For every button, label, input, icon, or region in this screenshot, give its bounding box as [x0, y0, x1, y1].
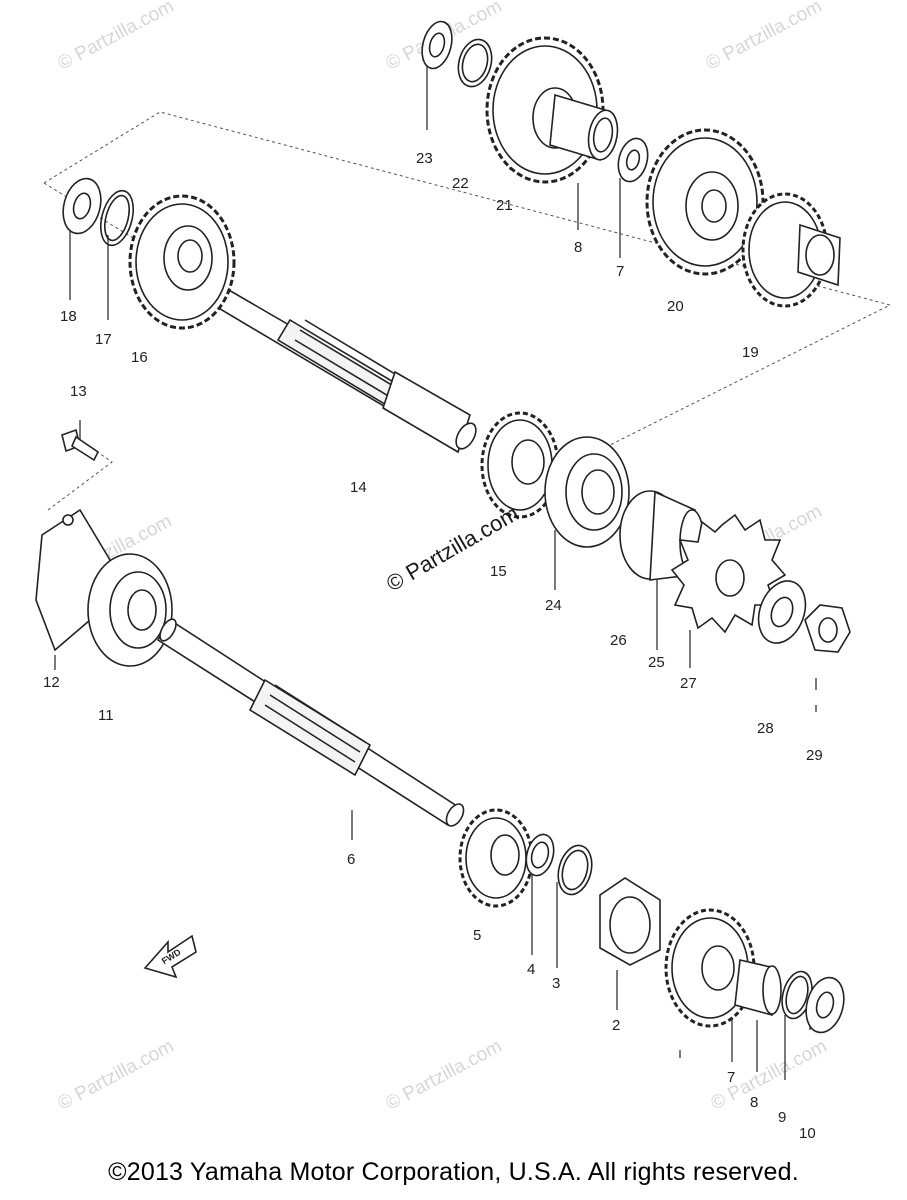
part-label-3: 3	[552, 975, 560, 992]
bearing-11	[87, 553, 173, 667]
watermark-top-right: © Partzilla.com	[702, 0, 825, 74]
part-label-23: 23	[416, 150, 433, 167]
part-label-27: 27	[680, 675, 697, 692]
circlip-17	[99, 189, 135, 247]
part-label-15: 15	[490, 563, 507, 580]
part-label-2: 2	[612, 1017, 620, 1034]
part-label-24: 24	[545, 597, 562, 614]
part-label-20: 20	[667, 298, 684, 315]
part-label-8-lower: 8	[750, 1094, 758, 1111]
part-label-9: 9	[778, 1109, 786, 1126]
part-number-labels: 23 22 21 8 7 20 19 18 17 16 13 14 15 24 …	[43, 150, 823, 1142]
part-label-13: 13	[70, 383, 87, 400]
part-label-21: 21	[496, 197, 513, 214]
bearing-24	[544, 436, 630, 548]
drive-axle-shaft-6	[156, 618, 465, 827]
gear-7-lower	[664, 908, 756, 1028]
part-label-5: 5	[473, 927, 481, 944]
collar-8-lower	[734, 959, 782, 1017]
part-label-12: 12	[43, 674, 60, 691]
part-label-17: 17	[95, 331, 112, 348]
lock-washer-28	[757, 580, 807, 644]
bolt-13	[61, 428, 100, 462]
forward-arrow-icon: FWD	[143, 934, 197, 979]
part-label-22: 22	[452, 175, 469, 192]
part-label-18: 18	[60, 308, 77, 325]
sprocket-27	[670, 513, 787, 634]
gear-5	[458, 808, 534, 908]
part-label-7-upper: 7	[616, 263, 624, 280]
washer-10	[805, 976, 845, 1034]
part-label-14: 14	[350, 479, 367, 496]
part-label-28: 28	[757, 720, 774, 737]
watermark-bottom-right: © Partzilla.com	[707, 1036, 830, 1115]
part-label-29: 29	[806, 747, 823, 764]
washer-7-upper	[617, 137, 649, 183]
copyright-notice: ©2013 Yamaha Motor Corporation, U.S.A. A…	[108, 1158, 799, 1186]
part-label-11: 11	[98, 707, 114, 724]
part-label-16: 16	[131, 349, 148, 366]
part-label-4: 4	[527, 961, 535, 978]
washer-23	[421, 20, 453, 70]
washer-4	[525, 833, 555, 877]
part-label-19: 19	[742, 344, 759, 361]
part-label-25: 25	[648, 654, 665, 671]
circlip-3	[557, 844, 593, 896]
main-axle-shaft	[203, 280, 477, 454]
gear-20	[645, 128, 765, 276]
part-label-8-upper: 8	[574, 239, 582, 256]
gear-21	[485, 36, 619, 184]
gear-2	[599, 877, 661, 966]
part-label-6: 6	[347, 851, 355, 868]
part-label-7-lower: 7	[727, 1069, 735, 1086]
gear-19	[741, 192, 841, 308]
watermark-top-left: © Partzilla.com	[54, 0, 177, 74]
gear-16	[128, 194, 236, 330]
assembly-boundary	[43, 111, 892, 511]
circlip-22	[457, 38, 493, 88]
part-label-26: 26	[610, 632, 627, 649]
watermark-bottom-left: © Partzilla.com	[54, 1036, 177, 1115]
gear-15	[480, 411, 560, 519]
watermark-bottom-mid: © Partzilla.com	[382, 1036, 505, 1115]
watermark-center: © Partzilla.com	[382, 501, 523, 597]
nut-29	[804, 604, 851, 653]
washer-18	[62, 177, 102, 235]
part-label-10: 10	[799, 1125, 816, 1142]
